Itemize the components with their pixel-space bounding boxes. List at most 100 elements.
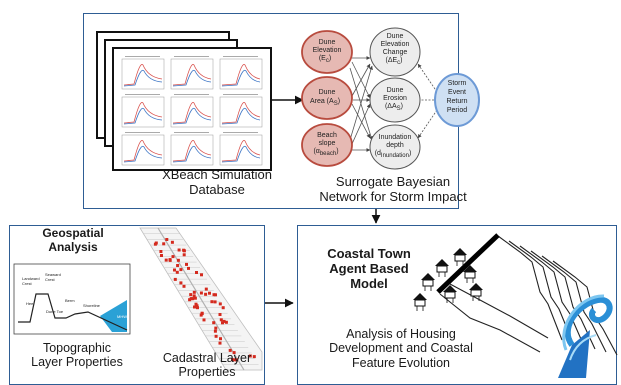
network-caption: Surrogate Bayesian Network for Storm Imp… <box>305 174 481 205</box>
house-marker <box>188 298 192 302</box>
topographic-caption-line1: Topographic <box>42 341 112 355</box>
cadastral-caption-line1: Cadastral Layer <box>162 351 252 365</box>
house-icon <box>463 265 477 283</box>
house-marker <box>193 305 196 309</box>
house-icon <box>469 283 483 301</box>
house-marker <box>221 306 225 310</box>
agent-model-caption: Analysis of Housing Development and Coas… <box>316 327 486 370</box>
mini-plot <box>170 56 214 90</box>
geospatial-title: Geospatial Analysis <box>33 226 113 255</box>
svg-text:Shoreline: Shoreline <box>83 303 101 308</box>
house-marker <box>171 255 175 259</box>
agent-model-title-line1: Coastal Town <box>327 246 411 261</box>
agent-model-caption-line2: Development and Coastal <box>329 341 473 356</box>
house-marker <box>153 242 157 246</box>
house-marker <box>214 334 218 338</box>
geospatial-title-line1: Geospatial <box>42 226 104 240</box>
house-marker <box>192 290 196 294</box>
house-marker <box>192 294 196 298</box>
house-marker <box>231 358 234 362</box>
node-dune-elevation: Dune Elevation (Ec) <box>301 30 353 74</box>
node-dune-elevation-l2: Elevation <box>313 47 342 54</box>
node-dune-area: Dune Area (AS) <box>301 76 353 120</box>
house-marker <box>179 281 183 285</box>
mini-plot <box>219 94 263 128</box>
house-marker <box>189 293 193 297</box>
topographic-caption: Topographic Layer Properties <box>11 341 143 370</box>
svg-text:(Ec): (Ec) <box>319 55 331 64</box>
house-marker <box>218 341 222 345</box>
mini-plot <box>170 132 214 166</box>
svg-text:Crest: Crest <box>22 281 32 286</box>
svg-text:Berm: Berm <box>65 298 75 303</box>
house-marker <box>194 302 198 306</box>
house-icon <box>443 285 457 303</box>
svg-text:(ΔEc): (ΔEc) <box>385 57 402 66</box>
house-marker <box>224 320 228 324</box>
agent-model-title-line3: Model <box>350 275 388 291</box>
node-dune-area-l1: Dune <box>319 89 336 96</box>
svg-text:Crest: Crest <box>45 277 55 282</box>
house-marker <box>187 266 190 270</box>
mini-plot <box>219 56 263 90</box>
database-caption-line1: XBeach Simulation <box>162 167 272 182</box>
house-marker <box>177 248 181 252</box>
agent-model-title: Coastal Town Agent Based Model <box>322 246 416 292</box>
house-marker <box>200 273 203 277</box>
node-beach-slope: Beach slope (αbeach) <box>301 123 353 167</box>
mini-plot <box>170 94 214 128</box>
svg-text:Dune: Dune <box>387 87 404 94</box>
cadastral-caption: Cadastral Layer Properties <box>148 351 266 380</box>
house-marker <box>202 318 206 322</box>
agent-model-caption-line1: Analysis of Housing <box>346 327 456 341</box>
svg-text:Seaward: Seaward <box>45 272 61 277</box>
house-marker <box>208 291 211 295</box>
house-icon <box>453 248 467 266</box>
house-marker <box>179 268 183 272</box>
houses <box>413 248 483 311</box>
house-marker <box>168 258 172 262</box>
mini-plot-grid <box>121 56 263 166</box>
house-marker <box>219 318 223 322</box>
node-storm-return-period: Storm Event Return Period <box>434 73 480 127</box>
house-marker <box>182 253 186 257</box>
house-marker <box>199 313 203 317</box>
house-marker <box>159 250 163 253</box>
house-icon <box>421 273 435 291</box>
house-marker <box>196 306 199 310</box>
wave-graphic <box>558 294 613 378</box>
house-marker <box>232 351 236 355</box>
svg-text:Storm: Storm <box>448 80 467 87</box>
svg-text:Inundation: Inundation <box>379 134 412 141</box>
house-marker <box>222 319 226 323</box>
house-marker <box>173 268 176 272</box>
database-caption-line2: Database <box>189 181 245 197</box>
svg-text:(ΔAS): (ΔAS) <box>385 103 403 112</box>
house-marker <box>195 304 199 308</box>
svg-text:Erosion: Erosion <box>383 95 407 102</box>
svg-text:Period: Period <box>447 107 467 114</box>
house-marker <box>189 297 193 301</box>
house-marker <box>214 293 217 297</box>
mini-plot <box>121 94 165 128</box>
node-inundation-depth: Inundation depth (dInundation) <box>369 124 421 170</box>
house-marker <box>164 258 168 262</box>
house-marker <box>204 287 208 291</box>
node-elevation-change: Dune Elevation Change (ΔEc) <box>369 27 421 77</box>
parcel-houses <box>153 238 256 362</box>
node-beach-slope-l2: slope <box>319 140 336 147</box>
house-marker <box>252 355 256 359</box>
house-marker <box>199 291 203 295</box>
svg-text:Dune: Dune <box>387 33 404 40</box>
svg-text:Landward: Landward <box>22 276 40 281</box>
house-marker <box>235 358 238 362</box>
house-icon <box>413 293 427 311</box>
house-marker <box>175 270 179 274</box>
svg-text:(αbeach): (αbeach) <box>313 148 338 157</box>
house-marker <box>219 337 222 341</box>
agent-model-caption-line3: Feature Evolution <box>352 355 450 370</box>
house-marker <box>170 240 174 244</box>
house-marker <box>218 302 222 306</box>
